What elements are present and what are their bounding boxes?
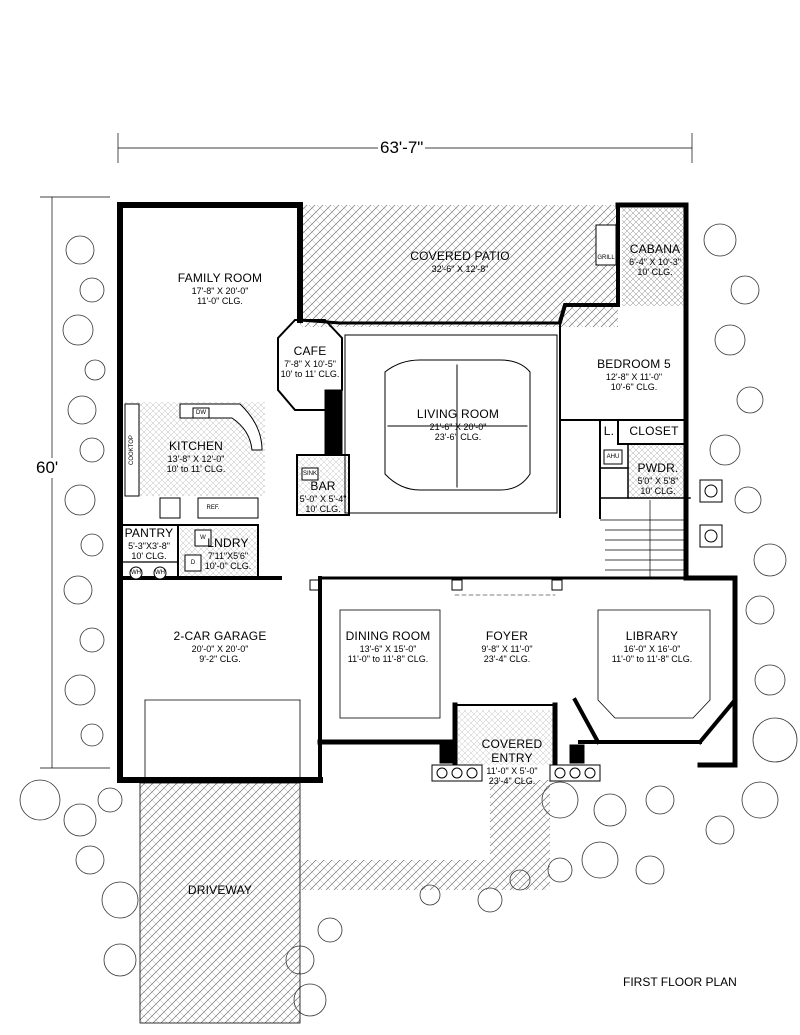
room-covered-entry: COVERED ENTRY 11'-0" X 5'-0" 23'-4" CLG. [470,737,554,786]
room-library: LIBRARY 16'-0" X 16'-0" 11'-0" to 11'-8"… [590,629,714,665]
room-name: CABANA [629,242,681,256]
room-name: LNDRY [207,536,249,550]
room-name: LIBRARY [625,629,679,643]
overall-width-dimension: 63'-7" [378,138,426,158]
walls [117,202,738,783]
room-bedroom-5: BEDROOM 5 12'-8" X 11'-0" 10'-6" CLG. [580,357,688,393]
driveway-surface [139,782,301,1024]
room-size: 7'-8" X 10'-5" [284,358,336,369]
ahu-label: AHU [606,454,620,460]
room-size: 5'-0" X 5'-4" [299,493,347,504]
room-living-room: LIVING ROOM 21'-6" X 20'-0" 23'-6" CLG. [395,407,521,443]
dryer-label: D [190,560,196,566]
room-name: CLOSET [629,424,679,438]
room-ceiling: 10' to 11' CLG. [280,369,340,380]
room-size: 17'-8" X 20'-0" [191,285,249,296]
room-cabana: CABANA 6'-4" X 10'-3" 10' CLG. [622,242,688,278]
room-ceiling: 10' to 11' CLG. [166,464,226,475]
room-ceiling: 10' CLG. [131,551,167,562]
room-pantry: PANTRY 5'-3"X3'-8" 10' CLG. [120,526,178,562]
room-name: BEDROOM 5 [597,357,671,371]
room-size: 7'11"X5'6" [207,550,249,561]
cooktop-label: COOKTOP [129,435,135,465]
room-name: CAFE [293,344,327,358]
entry-floor [457,710,557,765]
room-name: FOYER [485,629,529,643]
room-covered-patio: COVERED PATIO 32'-6" X 12'-8" [390,249,530,274]
room-size: 11'-0" X 5'-0" [486,765,538,776]
room-name: DRIVEWAY [187,883,253,897]
room-name-line2: ENTRY [491,750,533,765]
grill-label: GRILL [597,255,615,261]
room-name: DINING ROOM [345,629,431,643]
room-ceiling: 23'-4" CLG. [488,775,536,786]
room-size: 21'-6" X 20'-0" [429,421,487,432]
room-cafe: CAFE 7'-8" X 10'-5" 10' to 11' CLG. [272,344,348,380]
room-size: 20'-0" X 20'-0" [191,643,249,654]
room-ceiling: 10' CLG. [305,504,341,515]
room-ceiling: 9'-2" CLG. [199,654,241,665]
room-powder: PWDR. 5'0" X 5'8" 10' CLG. [628,461,688,497]
washer-label: W [200,535,206,541]
room-ceiling: 10'-0" CLG. [204,561,252,572]
room-size: 12'-8" X 11'-0" [605,371,663,382]
room-ceiling: 11'-0" to 11'-8" CLG. [611,654,693,665]
room-dining-room: DINING ROOM 13'-6" X 15'-0" 11'-0" to 11… [330,629,446,665]
room-foyer: FOYER 9'-8" X 11'-0" 23'-4" CLG. [462,629,552,665]
room-name: COVERED [481,737,543,751]
walkway-2 [490,780,550,860]
room-closet: CLOSET [622,424,686,439]
room-ceiling: 11'-0" CLG. [197,296,243,307]
plan-title: FIRST FLOOR PLAN [623,975,737,989]
room-ceiling: 10' CLG. [637,267,673,278]
stair [600,500,686,578]
room-size: 16'-0" X 16'-0" [623,643,681,654]
room-name: L. [603,424,615,438]
room-name: KITCHEN [168,439,224,453]
room-size: 5'-3"X3'-8" [128,540,170,551]
room-linen: L. [600,424,618,439]
room-laundry: LNDRY 7'11"X5'6" 10'-0" CLG. [200,536,256,572]
room-size: 13'-8" X 12'-0" [167,453,225,464]
room-name: BAR [310,479,336,493]
pwdr-floor [628,444,686,498]
room-name: PWDR. [637,461,679,475]
water-heater-label-2: WH [155,570,165,576]
room-name: LIVING ROOM [416,407,500,421]
sink-label: SINK [302,471,317,477]
water-heater-label-1: WH [131,570,141,576]
overall-depth-dimension: 60' [34,458,61,478]
entry-columns [431,744,601,782]
room-garage: 2-CAR GARAGE 20'-0" X 20'-0" 9'-2" CLG. [165,629,275,665]
room-ceiling: 10' CLG. [640,486,676,497]
room-ceiling: 11'-0" to 11'-8" CLG. [347,654,429,665]
room-ceiling: 10'-6" CLG. [610,382,658,393]
room-size: 9'-8" X 11'-0" [481,643,533,654]
driveway-label: DRIVEWAY [165,883,275,898]
room-name: PANTRY [124,526,174,540]
landscaping [19,223,798,1017]
room-name: 2-CAR GARAGE [173,629,267,643]
refrigerator-label: REF. [206,505,220,511]
room-ceiling: 23'-4" CLG. [483,654,531,665]
room-size: 5'0" X 5'8" [637,475,679,486]
cabana-floor [622,208,684,306]
room-size: 6'-4" X 10'-3" [629,256,681,267]
room-bar: BAR 5'-0" X 5'-4" 10' CLG. [291,479,355,515]
room-name: COVERED PATIO [410,249,510,263]
room-kitchen: KITCHEN 13'-8" X 12'-0" 10' to 11' CLG. [148,439,244,475]
bar-floor [298,457,348,513]
room-name: FAMILY ROOM [177,271,263,285]
dishwasher-label: DW [196,410,206,416]
walkway [300,860,550,890]
kitchen-fixtures [124,224,723,580]
room-family-room: FAMILY ROOM 17'-8" X 20'-0" 11'-0" CLG. [160,271,280,307]
room-ceiling: 23'-6" CLG. [434,432,482,443]
room-size: 32'-6" X 12'-8" [431,263,489,274]
room-size: 13'-6" X 15'-0" [359,643,417,654]
